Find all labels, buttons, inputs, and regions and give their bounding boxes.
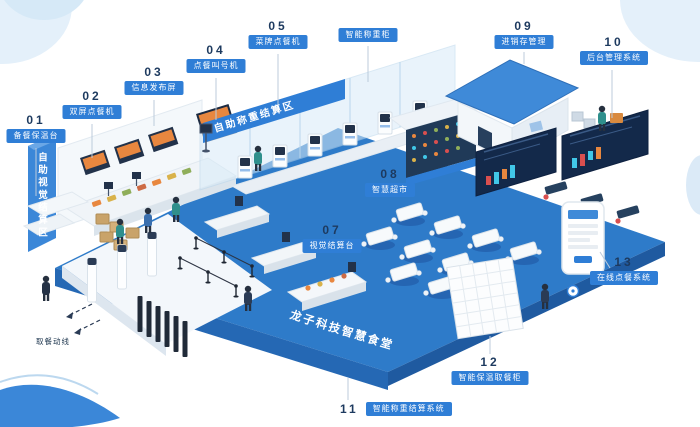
callout-02-dual-screen-order: 02 双屏点餐机 (62, 89, 122, 119)
zone-banner (203, 79, 345, 143)
callout-number: 09 (514, 19, 534, 33)
callout-label: 智慧超市 (365, 183, 415, 197)
callout-09-inventory: 09 进销存管理 (494, 19, 554, 49)
callout-number: 07 (322, 223, 342, 237)
storage-box (571, 111, 584, 122)
left-wall-banner-text: 自助视觉结算区 (36, 152, 47, 240)
callout-label: 进销存管理 (494, 35, 554, 49)
callout-number: 03 (144, 65, 164, 79)
callout-smart-weighing-cabinet: 智能称重柜 (338, 28, 398, 42)
dashboard-screens (475, 109, 649, 224)
callout-label: 双屏点餐机 (62, 105, 122, 119)
food-trays (91, 167, 192, 207)
callout-12-pickup-locker: 12 智能保温取餐柜 (451, 355, 529, 385)
people (42, 105, 623, 311)
callout-number: 11 (340, 402, 359, 416)
callout-10-backend-system: 10 后台管理系统 (580, 36, 648, 65)
callout-03-info-screen: 03 信息发布屏 (124, 65, 184, 95)
serving-counter (64, 157, 238, 236)
callout-label: 菜牌点餐机 (248, 35, 308, 49)
phone-mockup (561, 201, 605, 298)
callout-number: 12 (480, 355, 500, 369)
callout-number: 13 (614, 255, 634, 269)
callout-label: 后台管理系统 (580, 51, 648, 65)
callout-08-smart-supermarket: 08 智慧超市 (365, 168, 415, 197)
route-label-text: 取餐动线 (36, 337, 70, 346)
callout-number: 05 (268, 19, 288, 33)
menu-screen-2 (114, 138, 145, 165)
callout-label: 备餐保温台 (6, 129, 66, 143)
callout-07-visual-checkout: 07 视觉结算台 (302, 223, 362, 253)
callout-label: 智能保温取餐柜 (451, 371, 529, 385)
callout-04-queue-kiosk: 04 点餐叫号机 (186, 43, 246, 73)
pickup-locker (446, 256, 524, 340)
menu-screen-1 (80, 149, 111, 176)
menu-screen-3 (148, 126, 179, 153)
callout-number: 02 (82, 89, 102, 103)
hand-cart (610, 113, 623, 123)
leader-lines (35, 46, 613, 400)
callout-label: 视觉结算台 (302, 239, 362, 253)
callout-number: 08 (380, 167, 400, 181)
callout-label: 智能称重柜 (338, 28, 398, 42)
callout-number: 04 (206, 43, 226, 57)
visual-checkout-counters (203, 196, 368, 311)
dual-screen-order-machines (104, 172, 141, 196)
callout-number: 01 (26, 113, 46, 127)
pickup-route-arrows (66, 303, 101, 335)
house-window (529, 120, 544, 133)
callout-01-warming-counter: 01 备餐保温台 (6, 113, 66, 143)
queue-number-kiosk (199, 123, 213, 153)
callout-05-menu-order-machine: 05 菜牌点餐机 (248, 19, 308, 49)
callout-label: 在线点餐系统 (590, 271, 658, 285)
callout-number: 10 (604, 35, 624, 49)
queue-stanchions (177, 236, 255, 298)
callout-label: 智能称重结算系统 (365, 402, 452, 416)
callout-13-online-ordering: 13 在线点餐系统 (590, 256, 658, 285)
house-door (478, 126, 492, 152)
callout-11-weighing-settlement: 11 智能称重结算系统 (340, 402, 452, 416)
callout-label: 点餐叫号机 (186, 59, 246, 73)
callout-label: 信息发布屏 (124, 81, 184, 95)
